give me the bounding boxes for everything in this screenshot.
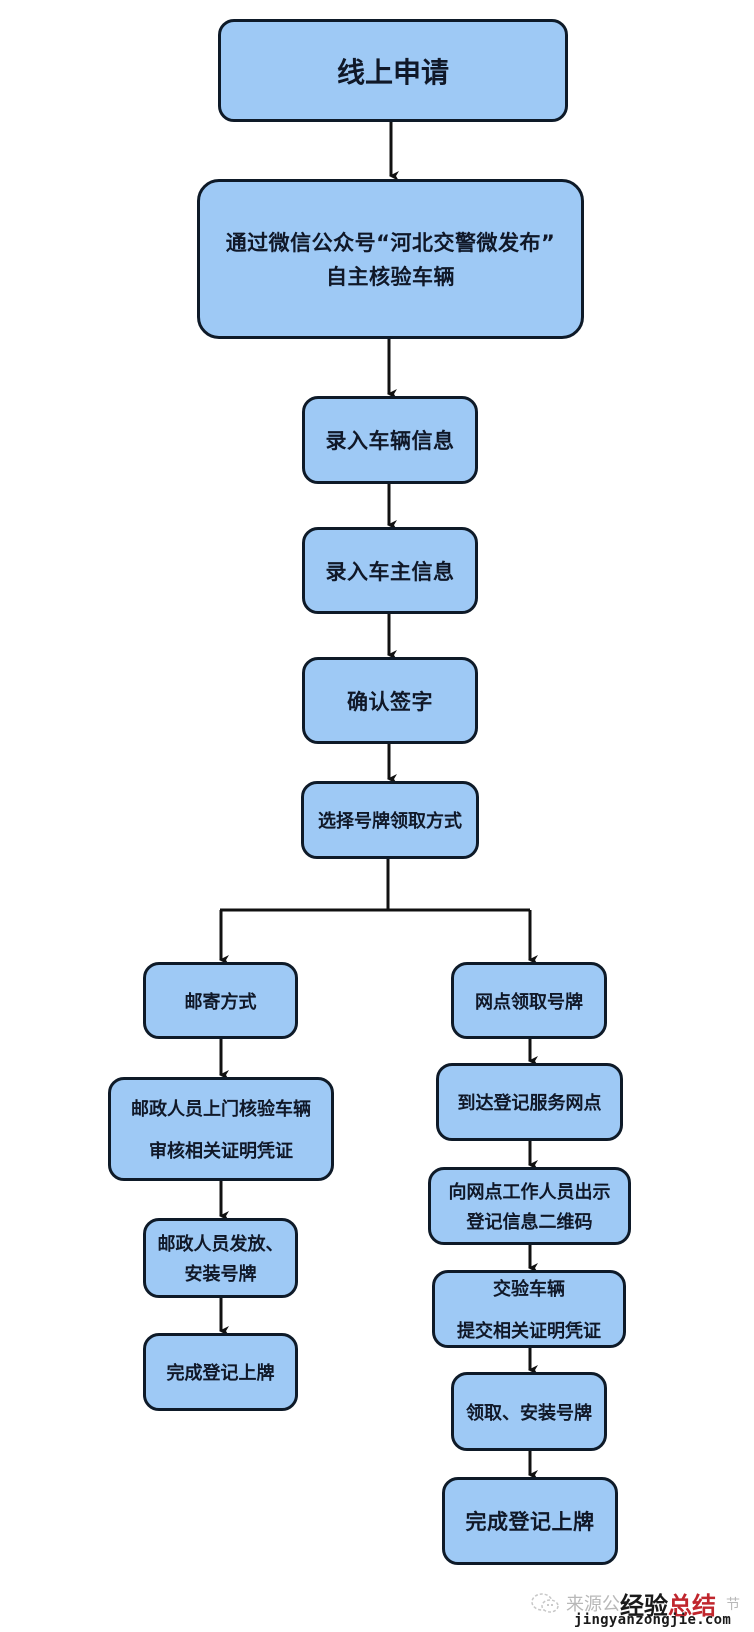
- step-self-verify: 通过微信公众号“河北交警微发布” 自主核验车辆: [197, 179, 584, 339]
- step-label: 完成登记上牌: [465, 1510, 595, 1534]
- step-label: 邮政人员上门核验车辆: [131, 1099, 311, 1120]
- step-enter-owner-info: 录入车主信息: [302, 527, 478, 614]
- step-label: 向网点工作人员出示: [448, 1182, 611, 1203]
- watermark-url: jingyanzongjie.com: [574, 1612, 732, 1628]
- step-label: 邮政人员发放、: [157, 1234, 284, 1255]
- watermark-brand: 经验总结: [620, 1586, 716, 1621]
- step-postal-install: 邮政人员发放、 安装号牌: [143, 1218, 298, 1298]
- step-choose-plate-method: 选择号牌领取方式: [301, 781, 479, 859]
- step-label: 安装号牌: [184, 1264, 257, 1285]
- step-label: 通过微信公众号“河北交警微发布”: [225, 231, 556, 255]
- step-label: 邮寄方式: [184, 991, 257, 1013]
- step-online-apply: 线上申请: [218, 19, 568, 122]
- watermark-brand-dark: 经验: [620, 1592, 668, 1620]
- step-label: 登记信息二维码: [466, 1212, 593, 1233]
- step-label: 录入车辆信息: [325, 429, 455, 453]
- step-mail-method: 邮寄方式: [143, 962, 298, 1039]
- watermark: 来源公 经验总结 节 jingyanzongjie.com: [528, 1590, 754, 1630]
- step-submit-vehicle: 交验车辆 提交相关证明凭证: [432, 1270, 626, 1348]
- step-label: 审核相关证明凭证: [149, 1141, 293, 1162]
- watermark-brand-red: 总结: [668, 1592, 716, 1620]
- step-pickup-install: 领取、安装号牌: [451, 1372, 607, 1451]
- step-label: 交验车辆: [493, 1279, 565, 1300]
- step-label: 提交相关证明凭证: [457, 1321, 601, 1342]
- step-mail-complete: 完成登记上牌: [143, 1333, 298, 1411]
- step-label: 到达登记服务网点: [457, 1093, 602, 1114]
- step-arrive-outlet: 到达登记服务网点: [436, 1063, 623, 1141]
- step-label: 线上申请: [336, 55, 449, 89]
- step-outlet-complete: 完成登记上牌: [442, 1477, 618, 1565]
- step-label: 完成登记上牌: [166, 1363, 275, 1384]
- step-label: 录入车主信息: [325, 559, 455, 584]
- step-label: 领取、安装号牌: [466, 1402, 592, 1424]
- step-outlet-pickup: 网点领取号牌: [451, 962, 607, 1039]
- wechat-icon: [531, 1593, 559, 1613]
- step-postal-verify: 邮政人员上门核验车辆 审核相关证明凭证: [108, 1077, 334, 1181]
- step-enter-vehicle-info: 录入车辆信息: [302, 396, 478, 484]
- step-confirm-sign: 确认签字: [302, 657, 478, 744]
- watermark-tail: 节: [726, 1597, 740, 1613]
- step-label: 自主核验车辆: [326, 265, 455, 289]
- step-label: 网点领取号牌: [475, 991, 583, 1013]
- watermark-source: 来源公: [566, 1594, 620, 1615]
- step-label: 确认签字: [347, 689, 433, 714]
- step-show-qr: 向网点工作人员出示 登记信息二维码: [428, 1167, 631, 1245]
- step-label: 选择号牌领取方式: [318, 811, 462, 832]
